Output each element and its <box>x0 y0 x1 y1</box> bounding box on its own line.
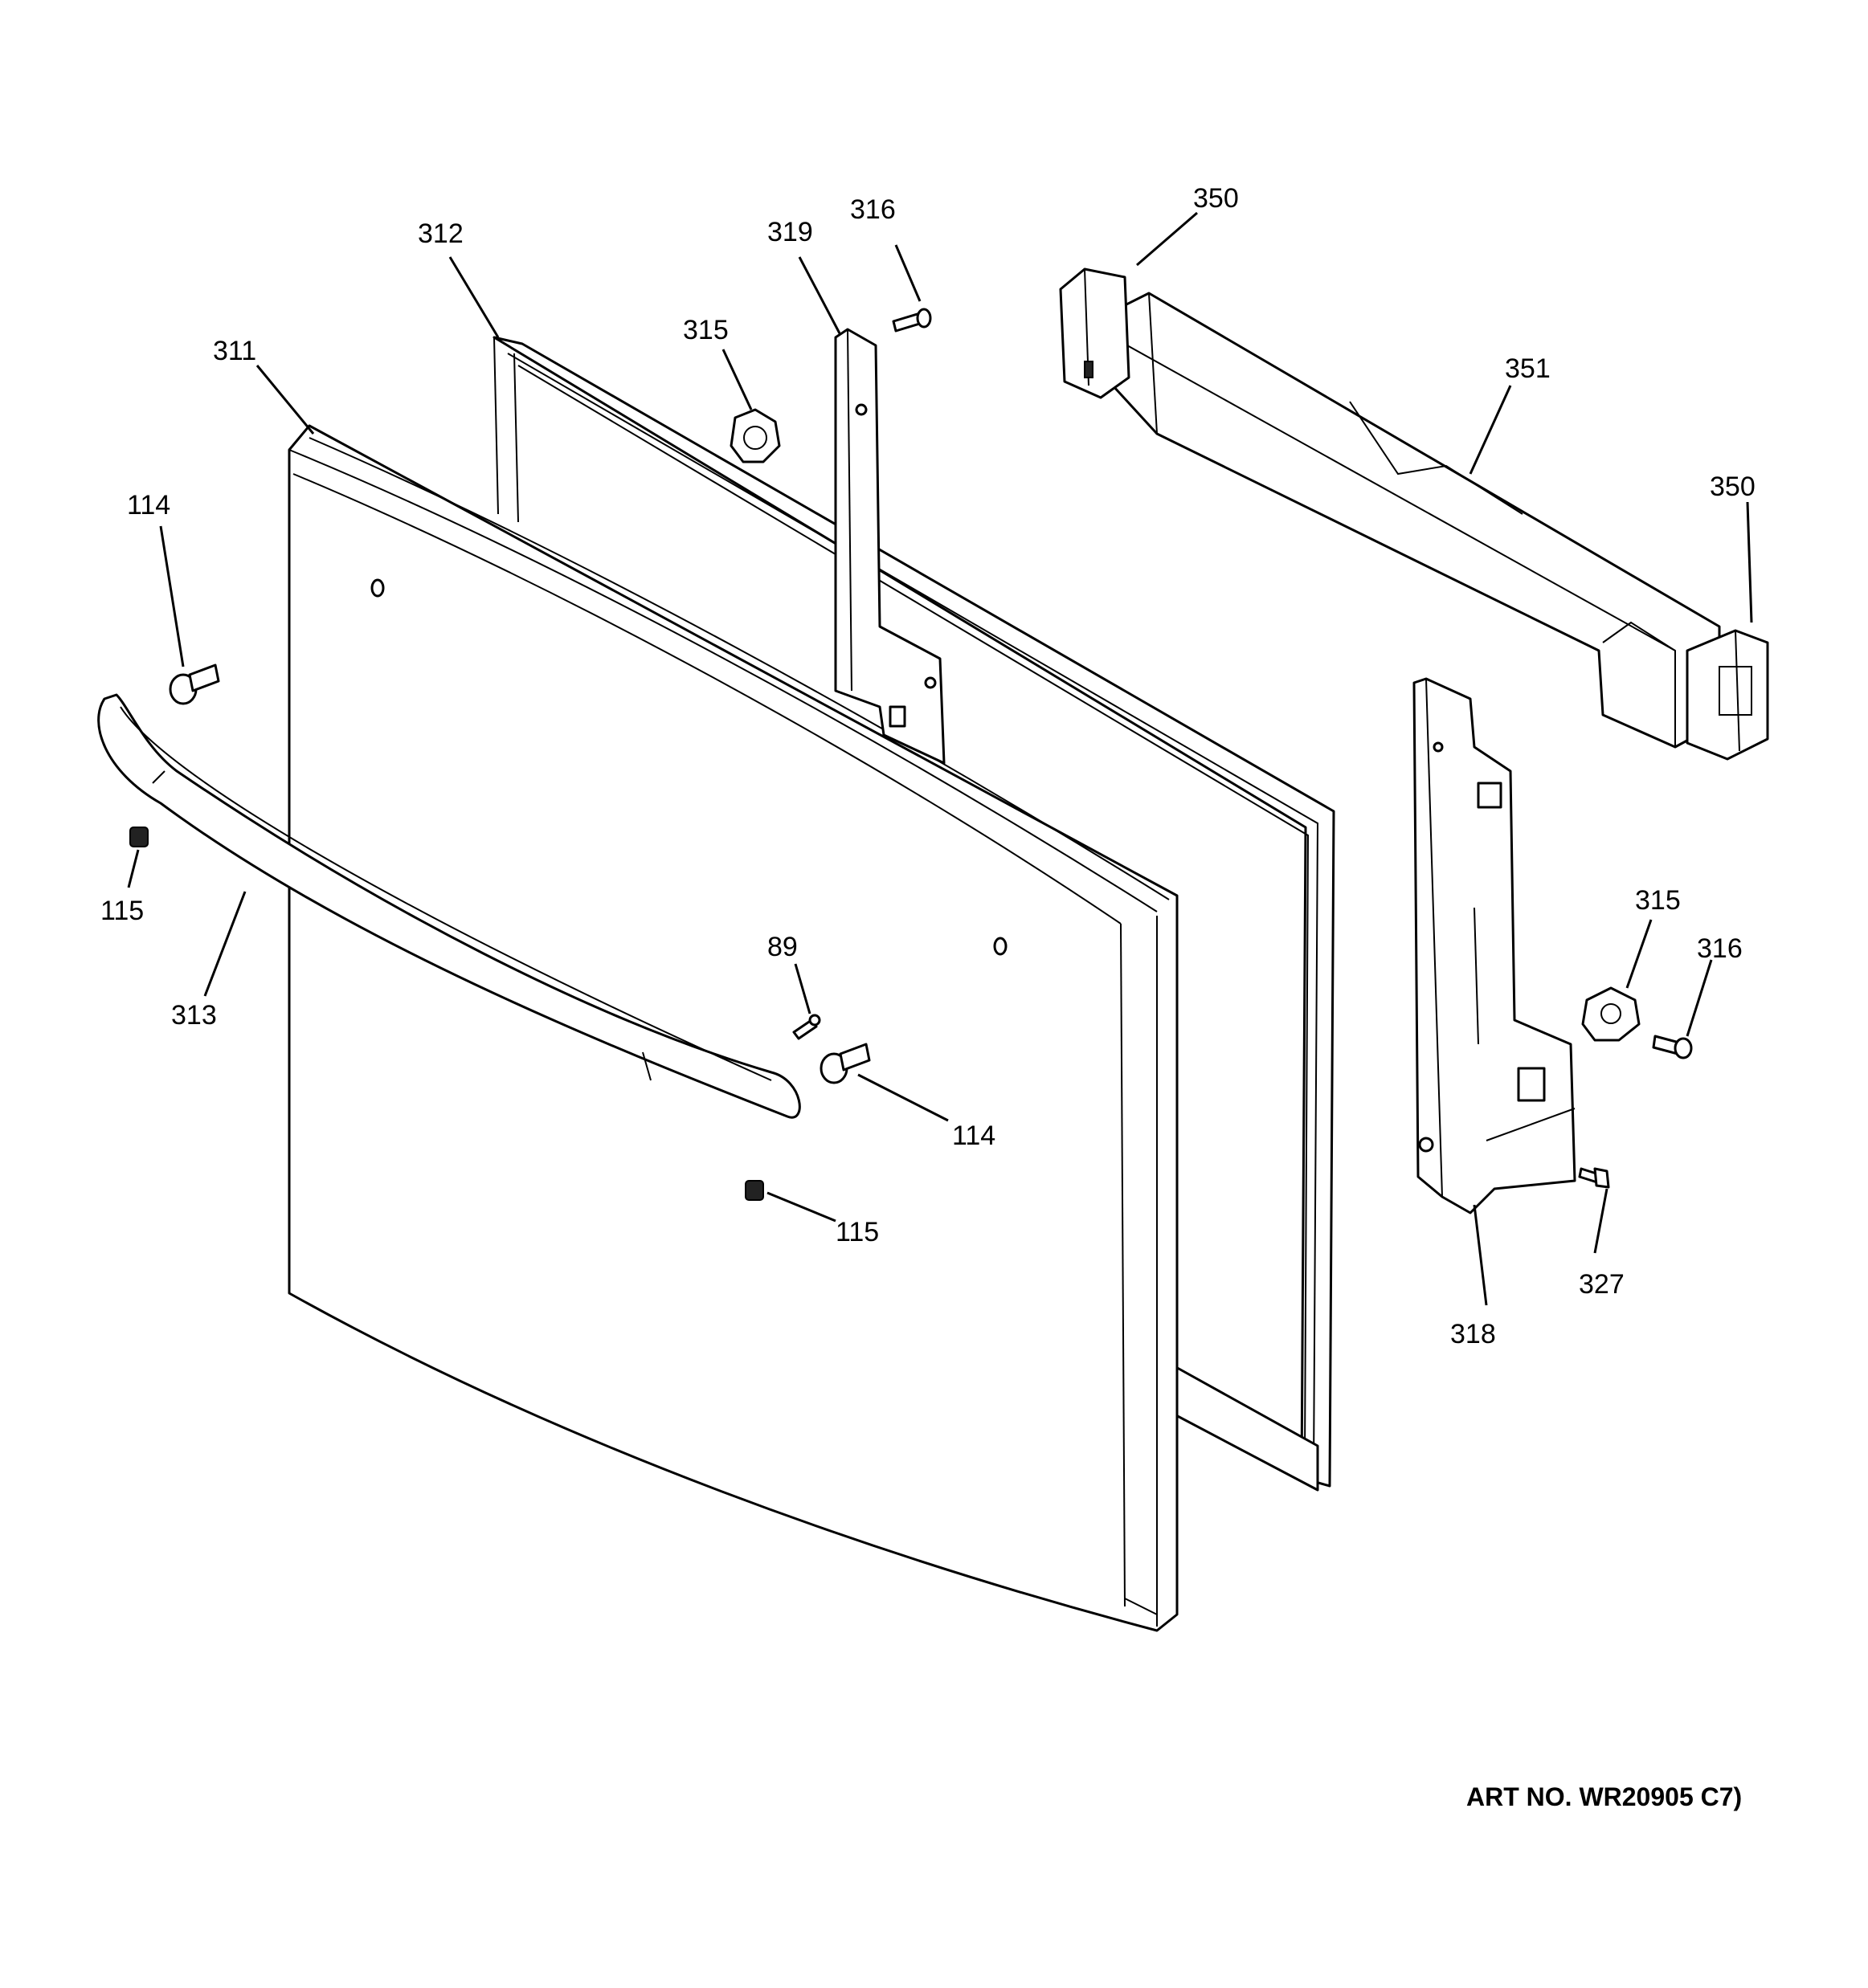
callout-312: 312 <box>418 218 464 249</box>
shoulder-screw-114-right <box>820 1043 871 1084</box>
cam-315-lower <box>1581 986 1641 1042</box>
air-duct-351 <box>1107 292 1721 749</box>
callout-labels: 311 312 313 114 114 115 115 89 315 315 3… <box>100 183 1756 1349</box>
callout-315-lower: 315 <box>1635 885 1681 916</box>
hinge-bracket-318 <box>1412 677 1576 1214</box>
callout-114-right: 114 <box>952 1121 995 1151</box>
screw-316-lower <box>1652 1035 1693 1059</box>
callout-318: 318 <box>1450 1319 1496 1349</box>
leader-lines <box>127 211 1753 1306</box>
duct-end-cap-350-left <box>1059 267 1130 399</box>
callout-351: 351 <box>1505 353 1551 384</box>
hinge-bracket-319 <box>834 328 946 765</box>
screw-89 <box>792 1014 821 1040</box>
door-handle-313 <box>97 693 801 1119</box>
callout-327: 327 <box>1579 1269 1625 1300</box>
callout-350-right: 350 <box>1710 471 1756 502</box>
callout-316-lower: 316 <box>1697 933 1743 964</box>
cam-315-upper <box>730 408 781 463</box>
callout-315-upper: 315 <box>683 315 729 345</box>
duct-end-cap-350-right <box>1686 629 1769 761</box>
door-gasket-312 <box>493 336 1335 1492</box>
callout-115-left: 115 <box>100 896 144 926</box>
art-number: ART NO. WR20905 C7) <box>1466 1782 1742 1811</box>
shoulder-screw-114-left <box>169 663 220 705</box>
set-screw-115-left <box>129 827 149 847</box>
callout-311: 311 <box>213 336 256 366</box>
callout-319: 319 <box>767 217 813 247</box>
callout-350-left: 350 <box>1193 183 1239 214</box>
door-panel-311 <box>288 424 1179 1632</box>
screw-327 <box>1578 1167 1610 1189</box>
screw-316-upper <box>892 308 932 333</box>
callout-115-right: 115 <box>836 1217 879 1247</box>
callout-313: 313 <box>171 1000 217 1031</box>
callout-316-upper: 316 <box>850 194 896 225</box>
callout-114-left: 114 <box>127 490 170 520</box>
callout-89: 89 <box>767 932 798 962</box>
set-screw-115-right <box>745 1180 764 1201</box>
